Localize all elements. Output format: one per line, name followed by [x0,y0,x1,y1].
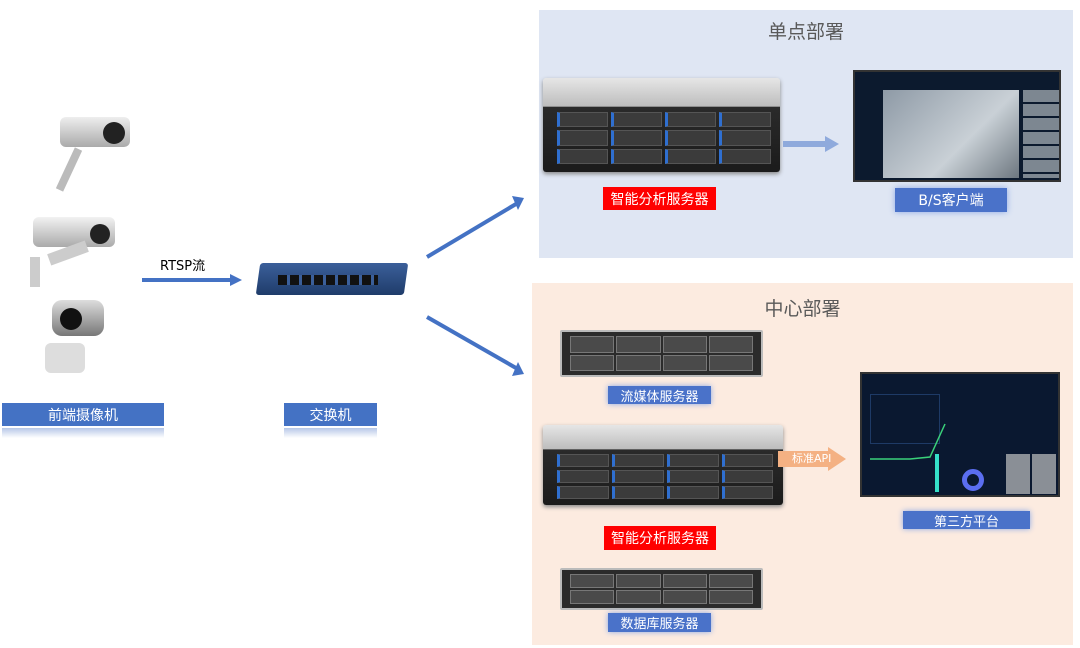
camera-bullet-1 [45,112,135,192]
analysis-server-center-label: 智能分析服务器 [604,526,716,550]
media-server-label: 流媒体服务器 [608,386,711,405]
bs-client-screenshot [853,70,1061,182]
rtsp-stream-label: RTSP流 [160,259,206,274]
bs-client-label: B/S客户端 [895,188,1007,212]
standard-api-label: 标准API [792,452,832,465]
third-party-platform-screenshot [860,372,1060,497]
database-server-label: 数据库服务器 [608,613,711,632]
single-deployment-title: 单点部署 [767,21,844,43]
camera-bullet-2 [28,212,120,290]
network-switch [255,255,409,305]
switch-label: 交换机 [284,403,377,426]
cameras-label-reflection [2,428,164,438]
camera-bullet-3 [40,298,110,380]
server-to-client-arrow [783,136,839,152]
analysis-server-single [543,78,780,172]
analysis-server-single-label: 智能分析服务器 [603,187,716,210]
center-deployment-title: 中心部署 [764,298,841,320]
switch-label-reflection [284,428,377,438]
rtsp-arrow [142,274,242,286]
standard-api-arrow: 标准API [778,447,848,471]
analysis-server-center [543,425,783,505]
cameras-label: 前端摄像机 [2,403,164,426]
third-party-platform-label: 第三方平台 [903,511,1030,530]
media-server [560,330,763,377]
arrow-to-single [425,196,524,376]
database-server [560,568,763,610]
